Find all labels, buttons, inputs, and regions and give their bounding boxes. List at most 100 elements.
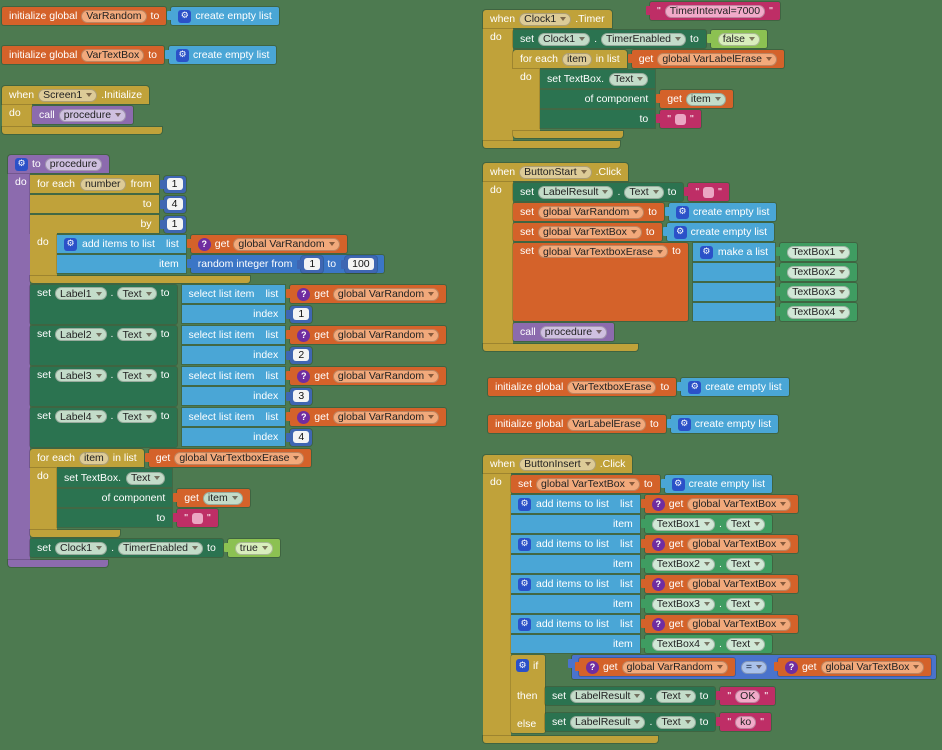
property-dropdown[interactable]: Text bbox=[725, 517, 766, 531]
else-branch[interactable]: set LabelResult . Text to " ko " bbox=[545, 713, 771, 731]
when-clock1-timer[interactable]: when Clock1 .Timer do set Clock1 . Timer… bbox=[483, 10, 784, 148]
procedure-definition[interactable]: ⚙ to procedure do for each number from 1… bbox=[8, 155, 447, 567]
for-each-number-block[interactable]: for each number from 1 to 4 by 1 do bbox=[30, 175, 384, 283]
warning-badge-icon[interactable]: ? bbox=[586, 660, 599, 674]
logic-dropdown[interactable]: true bbox=[234, 541, 273, 555]
component-value-block[interactable]: TextBox4 bbox=[776, 303, 858, 321]
warning-badge-icon[interactable]: ? bbox=[197, 237, 211, 251]
gear-icon[interactable]: ⚙ bbox=[15, 157, 28, 171]
string-value[interactable] bbox=[192, 512, 204, 524]
create-empty-list-block[interactable]: ⚙ create empty list bbox=[677, 378, 789, 396]
for-each-header[interactable]: for each item in list bbox=[30, 449, 144, 467]
timer-note-text-block[interactable]: " TimerInterval=7000 " bbox=[645, 2, 780, 20]
component-dropdown[interactable]: TextBox4 bbox=[787, 305, 851, 319]
get-item-block[interactable]: get item bbox=[656, 90, 733, 108]
variable-dropdown[interactable]: global VarRandom bbox=[332, 328, 440, 342]
set-clock-timerenabled-row[interactable]: set Clock1 . TimerEnabled to true bbox=[30, 539, 280, 557]
component-dropdown[interactable]: TextBox3 bbox=[651, 597, 715, 611]
component-dropdown[interactable]: TextBox4 bbox=[651, 637, 715, 651]
property-dropdown[interactable]: Text bbox=[117, 328, 157, 341]
gear-icon[interactable]: ⚙ bbox=[518, 577, 531, 591]
component-dropdown[interactable]: LabelResult bbox=[570, 689, 646, 703]
set-component-block[interactable]: set Label3 . Text to bbox=[30, 367, 177, 406]
gear-icon[interactable]: ⚙ bbox=[675, 205, 689, 219]
initialize-global-block[interactable]: initialize global VarTextboxErase to bbox=[488, 378, 677, 396]
set-variable-block[interactable]: set global VarTextboxErase to bbox=[513, 243, 688, 321]
warning-badge-icon[interactable]: ? bbox=[651, 577, 665, 591]
variable-dropdown[interactable]: item bbox=[685, 92, 726, 106]
component-value-block[interactable]: TextBox3 bbox=[776, 283, 858, 301]
property-dropdown[interactable]: Text bbox=[656, 689, 696, 703]
init-global-vartextboxerase[interactable]: initialize global VarTextboxErase to ⚙ c… bbox=[488, 378, 789, 396]
init-global-vartextbox[interactable]: initialize global VarTextBox to ⚙ create… bbox=[2, 46, 277, 64]
initialize-global-block[interactable]: initialize global VarTextBox to bbox=[2, 46, 164, 64]
set-component-block[interactable]: set Clock1 . TimerEnabled to bbox=[513, 30, 706, 48]
gear-icon[interactable]: ⚙ bbox=[518, 497, 531, 511]
variable-dropdown[interactable]: global VarTextBox bbox=[536, 477, 640, 491]
warning-badge-icon[interactable]: ? bbox=[784, 660, 798, 674]
component-dropdown[interactable]: ButtonInsert bbox=[519, 457, 596, 471]
set-variable-block[interactable]: set global VarRandom to bbox=[513, 203, 664, 221]
event-header[interactable]: when Clock1 .Timer bbox=[483, 10, 612, 28]
procedure-header[interactable]: ⚙ to procedure bbox=[8, 155, 110, 173]
procedure-dropdown[interactable]: procedure bbox=[58, 108, 127, 122]
number-block[interactable]: 1 bbox=[159, 215, 186, 233]
number-block[interactable]: 1 bbox=[297, 255, 324, 273]
equals-comparison-block[interactable]: ? get global VarRandom = ? get global Va… bbox=[567, 655, 937, 679]
operator-dropdown[interactable]: = bbox=[740, 660, 767, 674]
initialize-global-block[interactable]: initialize global VarLabelErase to bbox=[488, 415, 666, 433]
variable-dropdown[interactable]: global VarRandom bbox=[332, 287, 440, 301]
property-dropdown[interactable]: Text bbox=[725, 637, 766, 651]
component-dropdown[interactable]: Screen1 bbox=[38, 88, 98, 102]
property-dropdown[interactable]: Text bbox=[624, 185, 664, 199]
when-buttonstart-click[interactable]: when ButtonStart .Click do set LabelResu… bbox=[483, 163, 858, 351]
event-header[interactable]: when ButtonStart .Click bbox=[483, 163, 629, 181]
set-component-block[interactable]: set Label2 . Text to bbox=[30, 326, 177, 365]
gear-icon[interactable]: ⚙ bbox=[518, 537, 531, 551]
set-variable-block[interactable]: set global VarTextBox to bbox=[511, 475, 660, 493]
gear-icon[interactable]: ⚙ bbox=[175, 48, 189, 62]
create-empty-list-block[interactable]: ⚙ create empty list bbox=[666, 415, 779, 433]
set-generic-textbox-block[interactable]: set TextBox. Text of component get item bbox=[540, 70, 733, 128]
get-variable-block[interactable]: get global VarLabelErase bbox=[627, 50, 784, 68]
get-variable-block[interactable]: get global VarTextboxErase bbox=[144, 449, 312, 467]
procedure-name-field[interactable]: procedure bbox=[44, 157, 103, 171]
if-then-else-block[interactable]: ⚙ if then else ? get global VarRandom = bbox=[511, 655, 937, 733]
variable-dropdown[interactable]: global VarTextBox bbox=[687, 497, 792, 511]
set-global-varrandom-row[interactable]: set global VarRandom to ⚙ create empty l… bbox=[513, 203, 777, 221]
property-dropdown[interactable]: Text bbox=[126, 471, 166, 485]
component-dropdown[interactable]: Clock1 bbox=[55, 541, 108, 555]
logic-dropdown[interactable]: false bbox=[717, 32, 760, 46]
warning-badge-icon[interactable]: ? bbox=[297, 287, 311, 301]
call-procedure-block[interactable]: call procedure bbox=[513, 323, 615, 341]
component-dropdown[interactable]: TextBox1 bbox=[787, 245, 851, 259]
string-value[interactable]: OK bbox=[735, 689, 761, 703]
variable-name-field[interactable]: VarTextBox bbox=[81, 48, 145, 62]
string-block[interactable]: " OK " bbox=[716, 687, 776, 705]
property-dropdown[interactable]: Text bbox=[609, 72, 649, 86]
procedure-dropdown[interactable]: procedure bbox=[539, 325, 608, 339]
number-block[interactable]: 4 bbox=[286, 428, 313, 446]
variable-dropdown[interactable]: global VarTextboxErase bbox=[174, 451, 305, 465]
property-dropdown[interactable]: Text bbox=[117, 410, 157, 423]
initialize-global-block[interactable]: initialize global VarRandom to bbox=[2, 7, 167, 25]
variable-dropdown[interactable]: global VarRandom bbox=[538, 205, 645, 219]
component-dropdown[interactable]: Label3 bbox=[55, 369, 107, 382]
component-value-block[interactable]: TextBox2 bbox=[776, 263, 858, 281]
then-branch[interactable]: set LabelResult . Text to " OK " bbox=[545, 687, 776, 705]
gear-icon[interactable]: ⚙ bbox=[677, 417, 691, 431]
property-dropdown[interactable]: Text bbox=[725, 597, 766, 611]
gear-icon[interactable]: ⚙ bbox=[699, 245, 713, 259]
gear-icon[interactable]: ⚙ bbox=[671, 477, 685, 491]
for-each-item-block[interactable]: for each item in list get global VarLabe… bbox=[513, 50, 784, 138]
number-block[interactable]: 2 bbox=[286, 346, 313, 364]
set-component-block[interactable]: set LabelResult . Text to bbox=[545, 687, 716, 705]
